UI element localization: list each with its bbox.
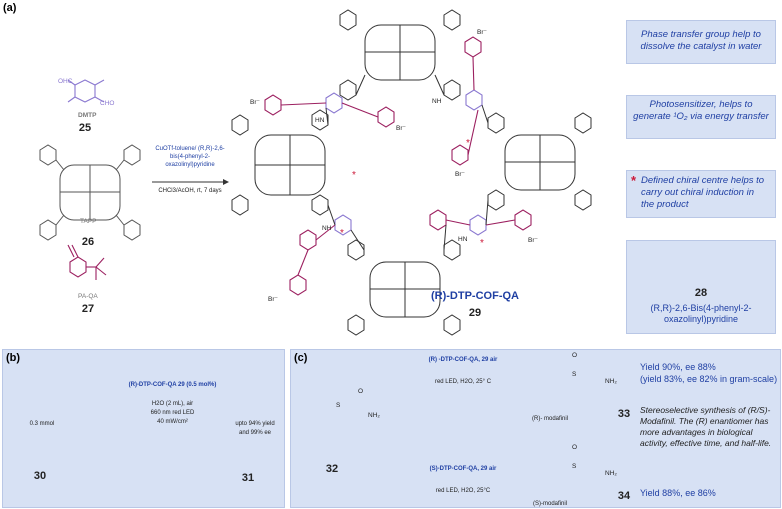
panel-b-box	[2, 349, 285, 508]
tapp-structure	[39, 144, 141, 241]
panel-b-sm-number: 30	[33, 470, 47, 482]
panel-c-box	[290, 349, 781, 508]
panel-c-yield-bot: Yield 88%, ee 86%	[640, 488, 716, 498]
panel-c-top-product: (R)- modafinil	[531, 416, 568, 422]
tapp-number: 26	[81, 236, 95, 248]
chiral-star-legend: *	[631, 173, 637, 188]
panel-c-bot-nh2: NH₂	[605, 470, 617, 477]
note-box-chiral: Defined chiral centre helps to carry out…	[626, 170, 776, 218]
panel-b-prod-number: 31	[241, 472, 255, 484]
dmtp-label: DMTP	[78, 112, 97, 119]
conditions-line4: CHCl3/AcOH, rt, 7 days	[158, 188, 222, 194]
paqa-label: PA-QA	[78, 293, 98, 300]
dmtp-number: 25	[78, 122, 92, 134]
note-phase-transfer: Phase transfer group help to dissolve th…	[640, 29, 762, 52]
panel-c-yield-top2: (yield 83%, ee 82% in gram-scale)	[640, 374, 778, 384]
br-label-6: Br⁻	[455, 171, 465, 178]
ligand-box: 28 (R,R)-2,6-Bis(4-phenyl-2- oxazolinyl)…	[626, 240, 776, 334]
panel-c-top-cond: red LED, H2O, 25° C	[434, 379, 492, 385]
panel-c-top-number: 33	[617, 408, 631, 420]
top-conditions: CuOTf-toluene/ (R,R)-2,6- bis(4-phenyl-2…	[150, 145, 230, 169]
ligand-name-line1: (R,R)-2,6-Bis(4-phenyl-2-	[650, 303, 752, 313]
tapp-label: TAPP	[80, 218, 97, 225]
dmtp-structure	[67, 79, 105, 103]
ligand-name: (R,R)-2,6-Bis(4-phenyl-2- oxazolinyl)pyr…	[631, 303, 771, 325]
panel-c-bot-oxygen: O	[572, 444, 578, 451]
panel-c-yield-top1: Yield 90%, ee 88%	[640, 362, 716, 372]
br-label-3: Br⁻	[396, 125, 406, 132]
panel-b-catalyst-text: (R)-DTP-COF-QA 29 (0.5 mol%)	[128, 382, 217, 388]
nh-label-3: NH	[322, 225, 332, 232]
panel-b-result2: and 99% ee	[238, 430, 272, 436]
chiral-star-3: *	[340, 228, 344, 239]
paqa-structure	[67, 244, 107, 280]
product-number: 29	[468, 307, 482, 319]
conditions-line1: CuOTf-toluene/ (R,R)-2,6-	[155, 146, 225, 152]
br-label-5: Br⁻	[268, 296, 278, 303]
panel-c-description: Stereoselective synthesis of (R/S)-Modaf…	[640, 405, 772, 448]
panel-b-cond1: H2O (2 mL), air	[151, 401, 194, 407]
panel-b-label: (b)	[6, 352, 21, 364]
panel-c-sm-number: 32	[325, 463, 339, 475]
dmtp-cho-top: OHC	[58, 78, 73, 85]
chiral-star-4: *	[480, 238, 484, 249]
panel-b-amount: 0.3 mmol	[29, 421, 55, 427]
panel-a-label: (a)	[3, 2, 17, 14]
paqa-number: 27	[81, 303, 95, 315]
panel-c-label: (c)	[294, 352, 308, 364]
panel-c-bot-cond: red LED, H2O, 25°C	[435, 488, 491, 494]
chiral-star-2: *	[466, 138, 470, 149]
panel-c-sm-sulfur: S	[336, 402, 341, 409]
panel-c-bot-catalyst: (S)-DTP-COF-QA, 29 air	[408, 465, 518, 473]
note-box-photosensitizer: Photosensitizer, helps to generate ¹O₂ v…	[626, 95, 776, 139]
br-label-2: Br⁻	[250, 99, 260, 106]
note-box-phase-transfer: Phase transfer group help to dissolve th…	[626, 20, 776, 64]
note-chiral: Defined chiral centre helps to carry out…	[641, 175, 765, 210]
panel-c-top-catalyst-text: (R) -DTP-COF-QA, 29 air	[428, 357, 498, 363]
conditions-line3: oxazolinyl)pyridine	[165, 162, 215, 168]
dmtp-cho-bottom: CHO	[100, 100, 115, 107]
br-label-1: Br⁻	[477, 29, 487, 36]
cof-network	[231, 9, 592, 336]
panel-b-catalyst: (R)-DTP-COF-QA 29 (0.5 mol%)	[105, 381, 240, 389]
chiral-star-1: *	[352, 170, 356, 181]
panel-c-sm-oxygen: O	[358, 388, 364, 395]
panel-c-top-oxygen: O	[572, 352, 578, 359]
panel-b-cond2: 660 nm red LED	[150, 410, 195, 416]
ligand-name-line2: oxazolinyl)pyridine	[663, 314, 739, 324]
panel-c-sm-nh2: NH₂	[368, 412, 380, 419]
panel-c-top-catalyst: (R) -DTP-COF-QA, 29 air	[408, 356, 518, 364]
panel-b-cond3: 40 mW/cm²	[157, 419, 188, 425]
panel-c-top-sulfur: S	[572, 371, 577, 378]
panel-c-top-nh2: NH₂	[605, 378, 617, 385]
nh-label-1: HN	[315, 117, 325, 124]
note-photosensitizer: Photosensitizer, helps to generate ¹O₂ v…	[633, 99, 769, 122]
br-label-4: Br⁻	[528, 237, 538, 244]
conditions-line2: bis(4-phenyl-2-	[169, 154, 211, 160]
ligand-number: 28	[694, 287, 708, 299]
panel-c-bot-catalyst-text: (S)-DTP-COF-QA, 29 air	[429, 466, 497, 472]
product-name: (R)-DTP-COF-QA	[431, 290, 519, 302]
panel-c-bot-number: 34	[617, 490, 631, 502]
panel-c-bot-sulfur: S	[572, 463, 577, 470]
nh-label-2: NH	[432, 98, 442, 105]
panel-b-result1: upto 94% yield	[235, 421, 275, 427]
panel-c-bot-product: (S)-modafinil	[532, 501, 567, 507]
nh-label-4: HN	[458, 236, 468, 243]
